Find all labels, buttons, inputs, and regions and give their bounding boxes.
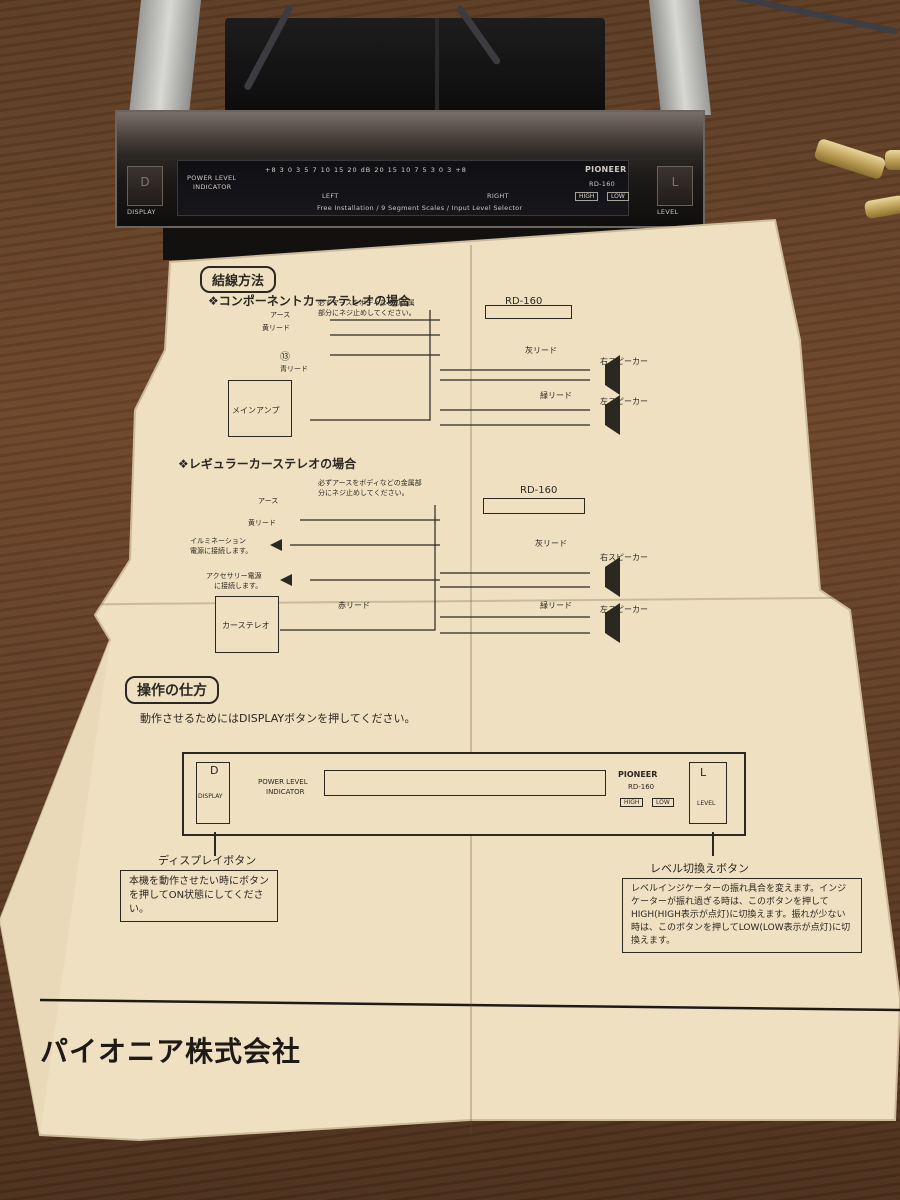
main-amp-box (228, 380, 292, 437)
yellow-lead-label-2: 黄リード (248, 519, 276, 527)
right-speaker-label-2: 右スピーカー (600, 553, 648, 562)
earth-note: 必ずアースをボディなどの金属部分にネジ止めしてください。 (318, 299, 416, 317)
pioneer-rd160-unit: D DISPLAY L LEVEL POWER LEVEL INDICATOR … (115, 0, 712, 260)
gray-lead-label-2: 灰リード (535, 539, 567, 548)
indicator-label: INDICATOR (193, 183, 232, 191)
level-label: LEVEL (657, 208, 679, 216)
diagram-display-label: DISPLAY (198, 793, 223, 800)
operation-section-title: 操作の仕方 (125, 676, 219, 704)
display-button-note: 本機を動作させたい時にボタンを押してON状態にしてください。 (120, 870, 278, 922)
green-lead-label-2: 緑リード (540, 601, 572, 610)
diagram-meter-window (324, 770, 606, 796)
faceplate: D DISPLAY L LEVEL POWER LEVEL INDICATOR … (115, 110, 705, 228)
feature-line: Free Installation / 9 Segment Scales / I… (317, 204, 523, 212)
level-button-note: レベルインジケーターの振れ具合を変えます。インジケーターが振れ過ぎる時は、このボ… (622, 878, 862, 953)
circle-13: ⑬ (280, 352, 290, 363)
meter-display-window (177, 160, 629, 216)
level-button: L (657, 166, 693, 206)
power-level-label: POWER LEVEL (187, 174, 237, 182)
green-lead-label: 緑リード (540, 391, 572, 400)
brand-logo: PIONEER (585, 165, 627, 174)
rd160-diagram-box-2 (483, 498, 585, 514)
diagram-level-button (689, 762, 727, 824)
rd160-front-diagram (182, 752, 746, 836)
illumination-sub: 電源に接続します。 (190, 547, 253, 555)
left-speaker-label-2: 左スピーカー (600, 605, 648, 614)
level-button-label: レベル切換えボタン (650, 862, 749, 875)
regular-wiring-lines (270, 505, 620, 643)
diagram-brand: PIONEER (618, 770, 658, 779)
regular-stereo-heading: ❖レギュラーカーステレオの場合 (178, 457, 357, 471)
display-button: D (127, 166, 163, 206)
diagram-model: RD-160 (628, 783, 655, 791)
earth-note-2: 必ずアースをボディなどの金属部分にネジ止めしてください。 (318, 479, 422, 497)
accessory-sub: に接続します。 (214, 582, 263, 590)
right-speaker-label: 右スピーカー (600, 357, 648, 366)
left-speaker-label: 左スピーカー (600, 397, 648, 406)
illumination-label: イルミネーション (190, 537, 246, 545)
rd160-label: RD-160 (505, 296, 543, 307)
rd160-label-2: RD-160 (520, 485, 558, 496)
operation-instruction: 動作させるためにはDISPLAYボタンを押してください。 (140, 712, 416, 725)
right-channel-label: RIGHT (487, 192, 509, 200)
model-label: RD-160 (589, 180, 616, 188)
diagram-display-button (196, 762, 230, 824)
diagram-indicator: INDICATOR (266, 788, 305, 796)
wiring-section-title: 結線方法 (200, 266, 277, 293)
brass-connector (885, 150, 900, 170)
display-label: DISPLAY (127, 208, 156, 216)
company-name: パイオニア株式会社 (40, 1035, 302, 1068)
accessory-label: アクセサリー電源 (206, 572, 262, 580)
diagram-high: HIGH (620, 798, 644, 807)
blue-lead-label: 青リード (280, 365, 308, 373)
diagram-l: L (700, 766, 707, 779)
car-stereo-label: カーステレオ (222, 621, 270, 630)
component-wiring-lines (310, 310, 620, 435)
car-stereo-box (215, 596, 279, 653)
main-amp-label: メインアンプ (232, 406, 280, 415)
low-indicator: LOW (607, 192, 629, 201)
red-lead-label: 赤リード (338, 601, 370, 610)
diagram-d: D (210, 764, 219, 777)
earth-label-2: アース (258, 497, 279, 505)
diagram-power-level: POWER LEVEL (258, 778, 308, 786)
db-scale: +8 3 0 3 5 7 10 15 20 dB 20 15 10 7 5 3 … (265, 166, 467, 174)
earth-label: アース (270, 311, 291, 319)
diagram-low: LOW (652, 798, 674, 807)
component-stereo-heading: ❖コンポーネントカーステレオの場合 (208, 294, 411, 308)
display-button-label: ディスプレイボタン (158, 854, 257, 867)
left-channel-label: LEFT (322, 192, 339, 200)
high-indicator: HIGH (575, 192, 599, 201)
diagram-level-label: LEVEL (697, 800, 716, 807)
rd160-diagram-box (485, 305, 572, 319)
yellow-lead-label: 黄リード (262, 324, 290, 332)
gray-lead-label: 灰リード (525, 346, 557, 355)
unit-chassis (225, 18, 605, 113)
